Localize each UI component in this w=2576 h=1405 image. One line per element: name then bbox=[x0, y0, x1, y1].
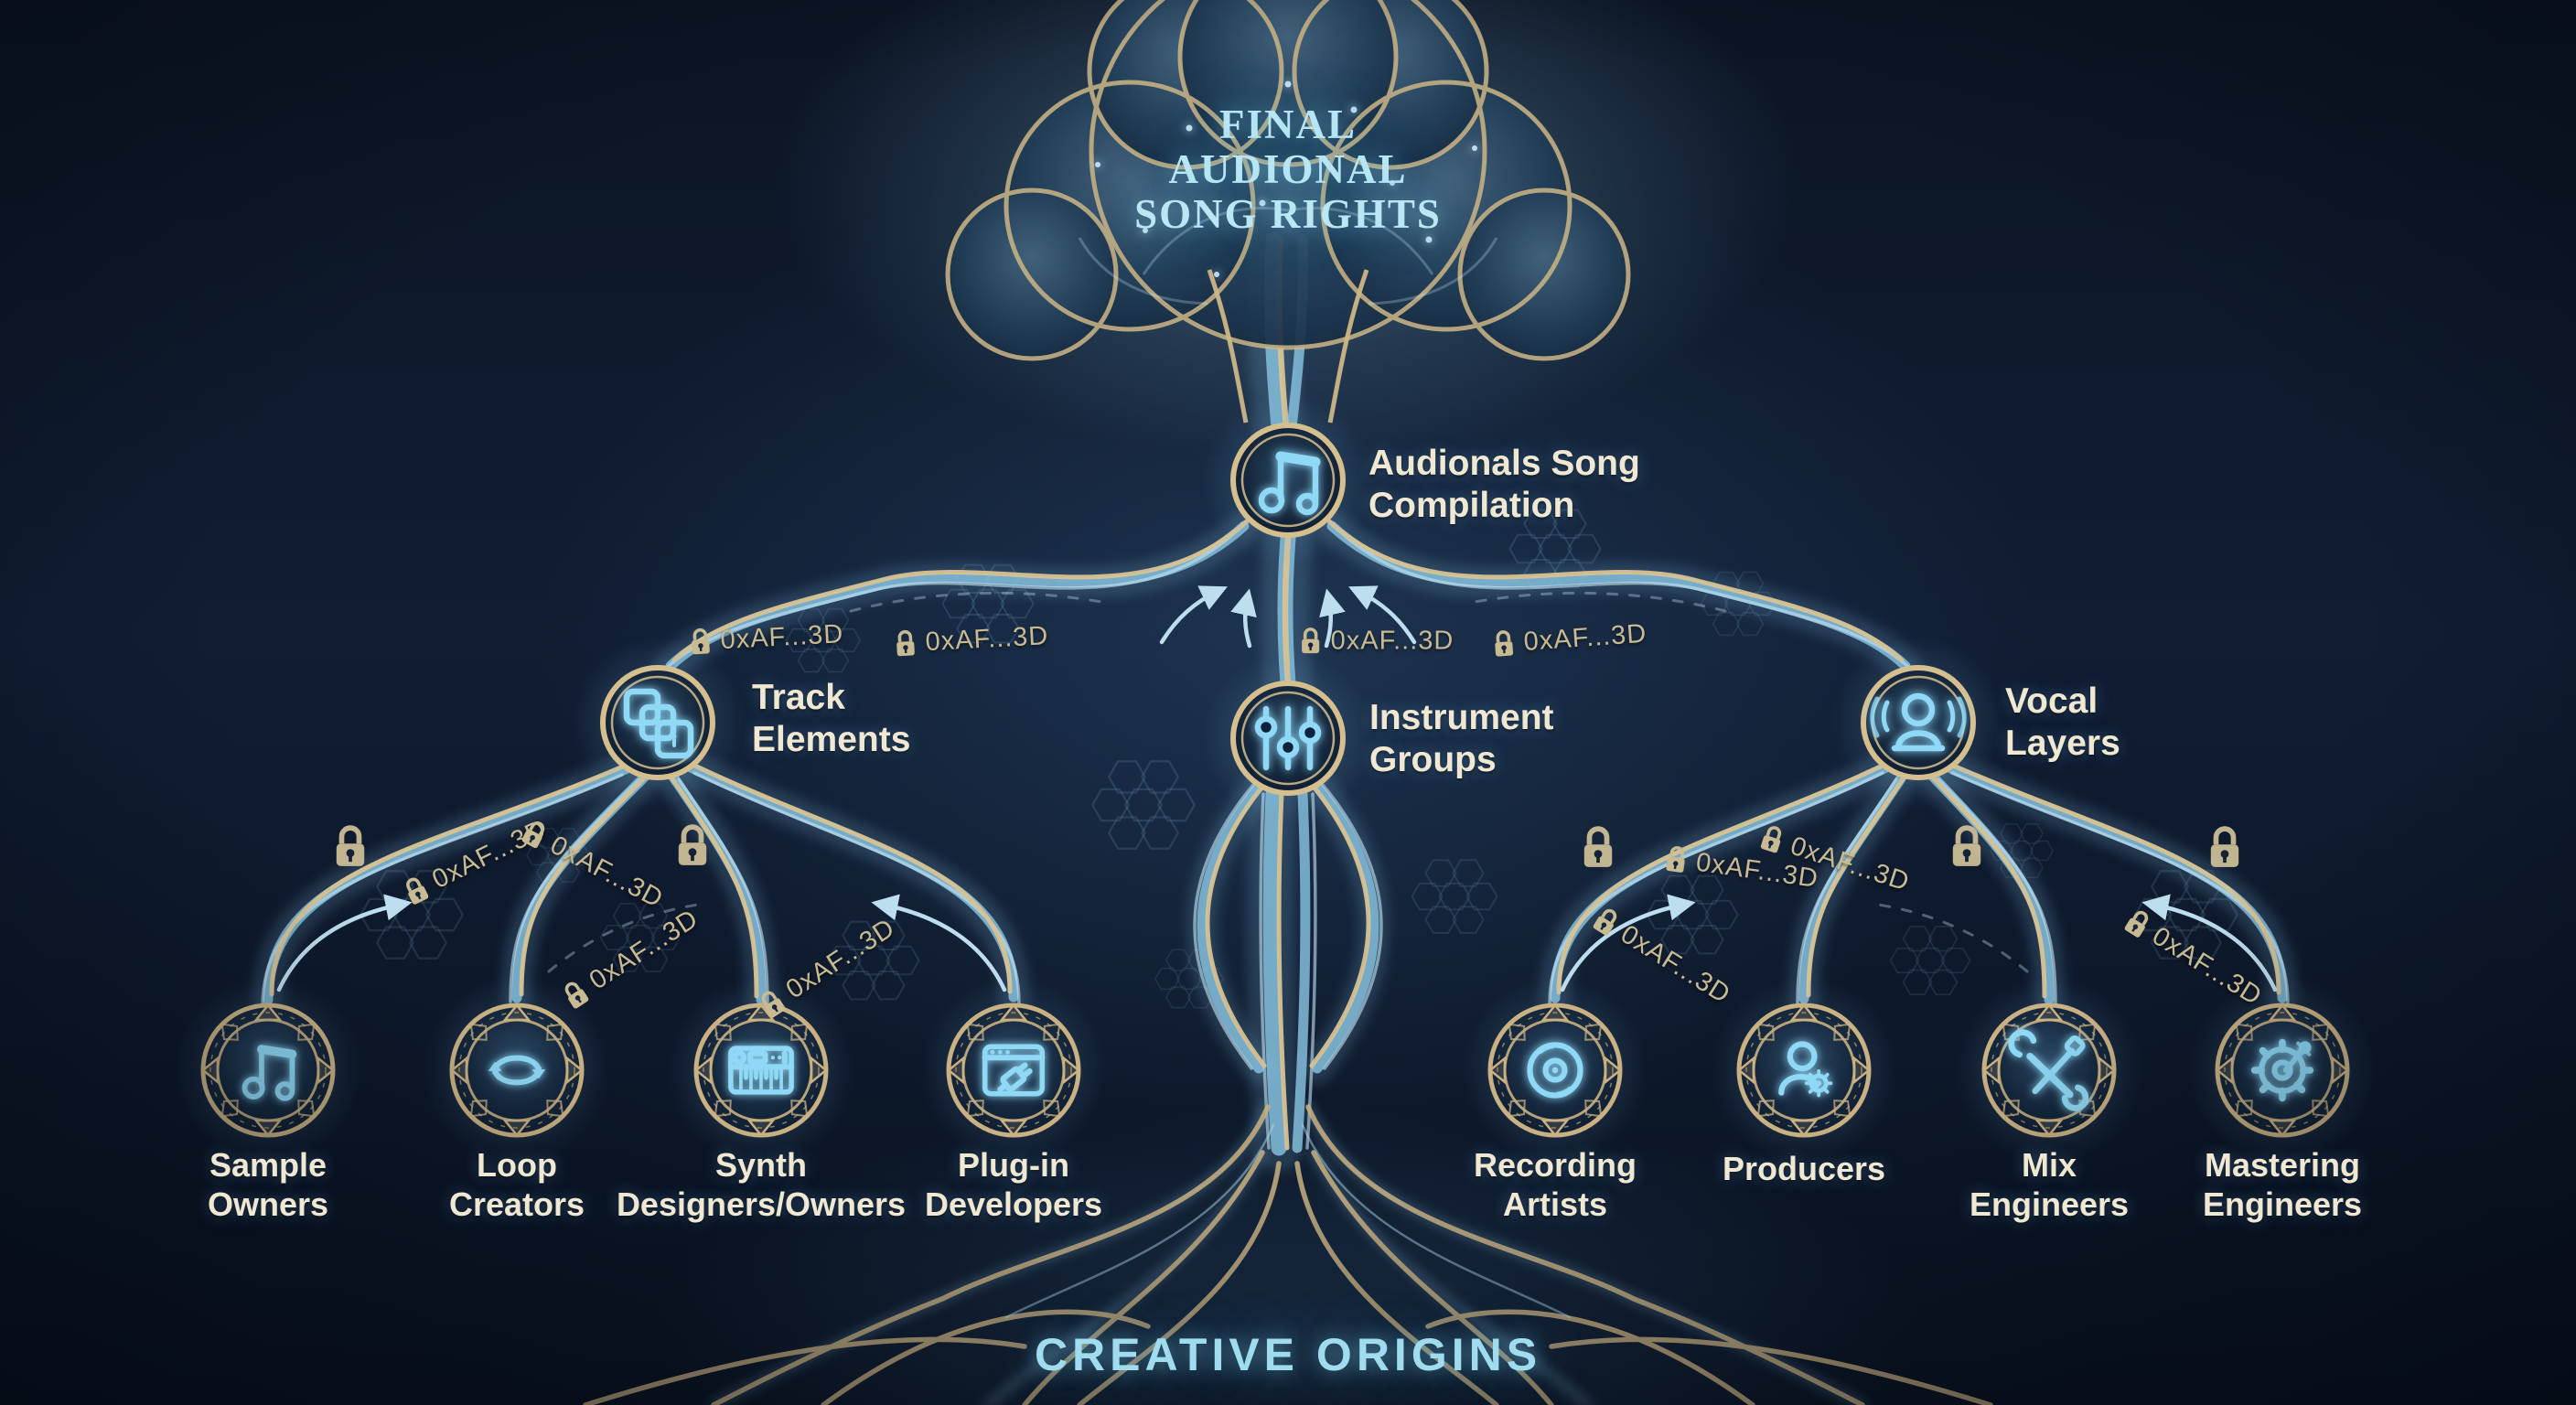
title-line-1: FINAL bbox=[1218, 102, 1357, 147]
lock-icon bbox=[406, 877, 429, 905]
label-sample-owners: Sample Owners bbox=[207, 1146, 329, 1223]
token-hash-badge: 0xAF...3D bbox=[1663, 843, 1820, 895]
label-vocal-layers: Vocal Layers bbox=[2005, 681, 2120, 763]
token-hash-badge: 0xAF...3D bbox=[1589, 903, 1735, 1010]
lock-icon bbox=[1666, 846, 1685, 873]
lock-icon bbox=[1581, 825, 1615, 871]
lock-icon bbox=[2207, 825, 2242, 871]
creative-origins-label: CREATIVE ORIGINS bbox=[1034, 1329, 1542, 1380]
token-hash-badge: 0xAF...3D bbox=[558, 904, 703, 1014]
title-line-3: SONG RIGHTS bbox=[1134, 191, 1442, 237]
token-hash-text: 0xAF...3D bbox=[1330, 626, 1454, 656]
token-hash-text: 0xAF...3D bbox=[924, 621, 1050, 658]
lock-icon bbox=[1949, 824, 1984, 870]
lock-icon bbox=[675, 823, 710, 869]
token-hash-badge: 0xAF...3D bbox=[400, 814, 552, 909]
label-producers: Producers bbox=[1722, 1150, 1886, 1187]
label-mix-engineers: Mix Engineers bbox=[1969, 1146, 2130, 1223]
token-hash-text: 0xAF...3D bbox=[719, 619, 845, 656]
label-loop-creators: Loop Creators bbox=[448, 1146, 585, 1223]
token-hash-badge: 0xAF...3D bbox=[689, 619, 844, 658]
title-line-2: AUDIONAL bbox=[1168, 146, 1408, 192]
lock-icon bbox=[896, 629, 915, 657]
label-audionals-song-compilation: Audionals Song Compilation bbox=[1368, 444, 1640, 525]
lock-icon bbox=[692, 627, 710, 655]
token-hash-badge: 0xAF...3D bbox=[894, 621, 1049, 660]
token-hash-badge: 0xAF...3D bbox=[1492, 619, 1648, 660]
lock-icon bbox=[2124, 910, 2149, 938]
label-mastering-engineers: Mastering Engineers bbox=[2202, 1146, 2363, 1223]
lock-icon bbox=[521, 821, 545, 849]
lock-icon bbox=[1302, 627, 1320, 654]
lock-icon bbox=[1760, 826, 1782, 853]
lock-icon bbox=[1495, 630, 1514, 657]
token-hash-badge: 0xAF...3D bbox=[1757, 821, 1913, 898]
token-hash-badge: 0xAF...3D bbox=[518, 816, 668, 915]
lock-icon bbox=[1593, 908, 1617, 936]
token-hash-badge: 0xAF...3D bbox=[2120, 905, 2267, 1012]
label-synth-designers-owners: Synth Designers/Owners bbox=[616, 1146, 907, 1223]
lock-icon bbox=[564, 981, 589, 1009]
lock-icon bbox=[333, 824, 368, 870]
label-track-elements: Track Elements bbox=[752, 678, 911, 759]
label-recording-artists: Recording Artists bbox=[1473, 1146, 1637, 1223]
lock-icon bbox=[761, 991, 786, 1018]
label-plugin-developers: Plug-in Developers bbox=[924, 1146, 1103, 1223]
token-hash-badge: 0xAF...3D bbox=[755, 913, 900, 1023]
token-hash-badge: 0xAF...3D bbox=[1300, 627, 1454, 657]
label-instrument-groups: Instrument Groups bbox=[1369, 698, 1554, 779]
page-title: FINAL AUDIONAL SONG RIGHTS bbox=[1134, 102, 1442, 237]
